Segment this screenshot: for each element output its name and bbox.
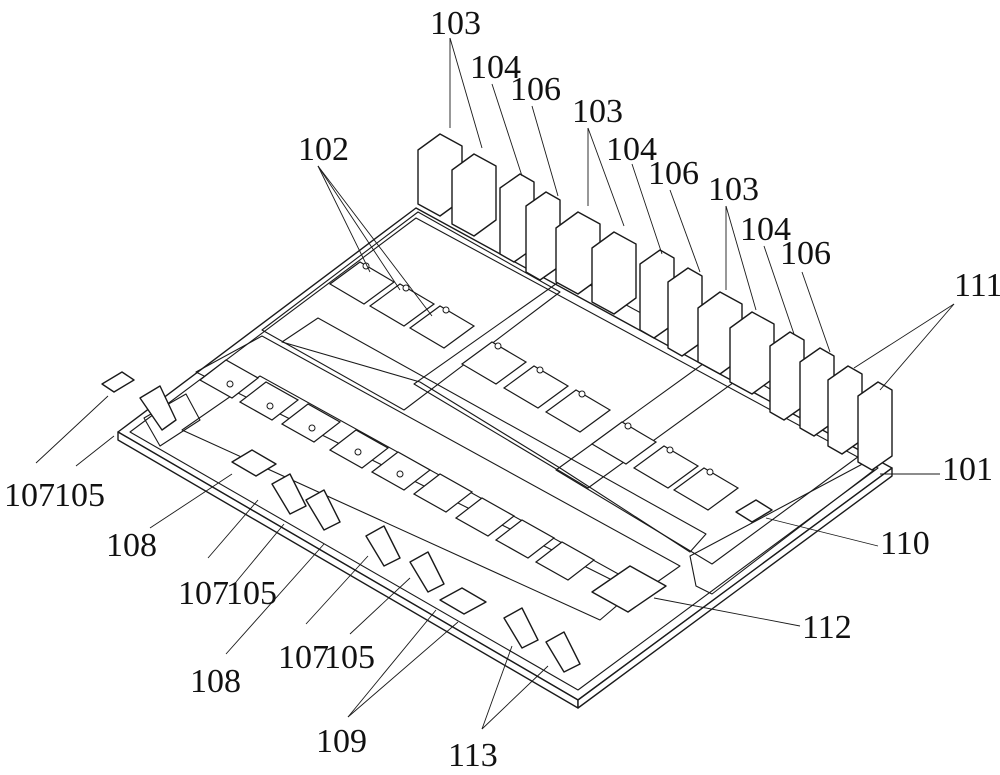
label-106: 106 bbox=[510, 71, 561, 108]
label-110: 110 bbox=[880, 525, 930, 562]
label-107: 107 bbox=[178, 575, 229, 612]
label-105: 105 bbox=[324, 639, 375, 676]
terminal-103 bbox=[730, 312, 774, 394]
label-107: 107 bbox=[278, 639, 329, 676]
terminal-103 bbox=[592, 232, 636, 314]
terminal-106 bbox=[526, 192, 560, 280]
label-106: 106 bbox=[648, 155, 699, 192]
terminal-104 bbox=[770, 332, 804, 420]
label-108: 108 bbox=[106, 527, 157, 564]
label-109: 109 bbox=[316, 723, 367, 760]
label-111: 111 bbox=[954, 267, 1000, 304]
substrate-101 bbox=[118, 208, 892, 708]
label-102: 102 bbox=[298, 131, 349, 168]
label-106: 106 bbox=[780, 235, 831, 272]
terminal-106 bbox=[668, 268, 702, 356]
terminal-111 bbox=[858, 382, 892, 470]
label-103: 103 bbox=[572, 93, 623, 130]
label-103: 103 bbox=[430, 5, 481, 42]
label-113: 113 bbox=[448, 737, 498, 774]
label-112: 112 bbox=[802, 609, 852, 646]
terminal-103 bbox=[452, 154, 496, 236]
pin-107 bbox=[102, 372, 134, 392]
label-101: 101 bbox=[942, 451, 993, 488]
terminal-111 bbox=[828, 366, 862, 454]
label-108: 108 bbox=[190, 663, 241, 700]
label-103: 103 bbox=[708, 171, 759, 208]
label-105: 105 bbox=[54, 477, 105, 514]
label-105: 105 bbox=[226, 575, 277, 612]
label-107: 107 bbox=[4, 477, 55, 514]
